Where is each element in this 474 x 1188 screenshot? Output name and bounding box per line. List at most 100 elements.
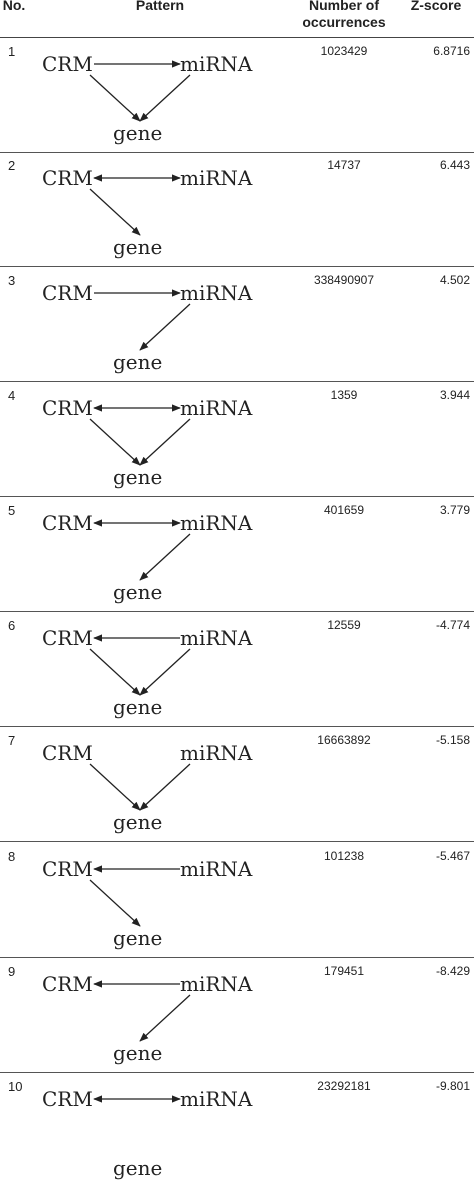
row-number: 2 (8, 158, 16, 173)
node-gene: gene (113, 810, 162, 834)
node-mirna: miRNA (180, 972, 253, 996)
row-number: 1 (8, 44, 16, 59)
node-crm: CRM (42, 626, 93, 650)
occurrence-count: 101238 (323, 849, 365, 863)
header-z-score: Z-score (410, 0, 462, 13)
pattern-diagram: CRM miRNA gene (42, 972, 253, 1065)
node-crm: CRM (42, 396, 93, 420)
edge-crm-to-gene (89, 763, 141, 811)
node-mirna: miRNA (180, 857, 253, 881)
row-number: 3 (8, 273, 16, 288)
row-number: 8 (8, 849, 16, 864)
z-score-value: -9.801 (435, 1079, 470, 1093)
node-crm: CRM (42, 511, 93, 535)
occurrence-count: 14737 (327, 158, 361, 172)
node-gene: gene (113, 1156, 162, 1180)
header-no: No. (2, 0, 26, 13)
edge-crm-to-gene (89, 418, 141, 466)
node-gene: gene (113, 1041, 162, 1065)
edge-mirna-to-gene (139, 418, 191, 466)
node-mirna: miRNA (180, 396, 253, 420)
node-gene: gene (113, 580, 162, 604)
node-mirna: miRNA (180, 1087, 253, 1111)
z-score-value: 6.443 (439, 158, 470, 172)
occurrence-count: 338490907 (313, 273, 375, 287)
row-number: 9 (8, 964, 16, 979)
node-mirna: miRNA (180, 281, 253, 305)
header-divider (0, 37, 474, 38)
edge-crm-to-gene (89, 879, 141, 927)
node-gene: gene (113, 235, 162, 259)
table-header: No. Pattern Number of occurrences Z-scor… (0, 0, 474, 38)
pattern-diagram: CRM miRNA gene (42, 741, 253, 834)
header-pattern: Pattern (135, 0, 185, 13)
pattern-diagram: CRM miRNA gene (42, 1087, 253, 1180)
occurrence-count: 16663892 (317, 733, 371, 747)
z-score-value: -5.158 (435, 733, 470, 747)
row-number: 4 (8, 388, 16, 403)
edge-crm-to-gene (89, 648, 141, 696)
z-score-value: -4.774 (435, 618, 470, 632)
row-divider (0, 381, 474, 382)
z-score-value: 6.8716 (433, 44, 470, 58)
row-divider (0, 957, 474, 958)
header-occurrences: Number of occurrences (302, 0, 386, 30)
node-mirna: miRNA (180, 52, 253, 76)
row-divider (0, 266, 474, 267)
pattern-diagram: CRM miRNA gene (42, 511, 253, 604)
row-divider (0, 841, 474, 842)
node-crm: CRM (42, 972, 93, 996)
node-mirna: miRNA (180, 741, 253, 765)
node-gene: gene (113, 926, 162, 950)
node-gene: gene (113, 121, 162, 145)
edge-crm-to-gene (89, 188, 141, 236)
row-number: 6 (8, 618, 16, 633)
pattern-diagram: CRM miRNA gene (42, 857, 253, 950)
edge-mirna-to-gene (139, 648, 191, 696)
node-mirna: miRNA (180, 511, 253, 535)
edge-mirna-to-gene (139, 303, 191, 351)
z-score-value: 3.944 (439, 388, 470, 402)
node-crm: CRM (42, 1087, 93, 1111)
node-crm: CRM (42, 52, 93, 76)
occurrence-count: 23292181 (317, 1079, 371, 1093)
node-gene: gene (113, 695, 162, 719)
node-gene: gene (113, 350, 162, 374)
node-mirna: miRNA (180, 166, 253, 190)
z-score-value: -5.467 (435, 849, 470, 863)
node-mirna: miRNA (180, 626, 253, 650)
node-crm: CRM (42, 741, 93, 765)
node-crm: CRM (42, 166, 93, 190)
occurrence-count: 401659 (323, 503, 365, 517)
z-score-value: 3.779 (439, 503, 470, 517)
node-crm: CRM (42, 857, 93, 881)
occurrence-count: 179451 (323, 964, 365, 978)
row-number: 10 (8, 1079, 23, 1094)
node-gene: gene (113, 465, 162, 489)
pattern-diagram: CRM miRNA gene (42, 166, 253, 259)
row-divider (0, 496, 474, 497)
edge-mirna-to-gene (139, 994, 191, 1042)
occurrence-count: 1359 (330, 388, 358, 402)
pattern-diagram: CRM miRNA gene (42, 626, 253, 719)
node-crm: CRM (42, 281, 93, 305)
row-divider (0, 1072, 474, 1073)
edge-crm-to-gene (89, 74, 141, 122)
pattern-diagram: CRM miRNA gene (42, 52, 253, 145)
z-score-value: 4.502 (439, 273, 470, 287)
row-number: 5 (8, 503, 16, 518)
occurrence-count: 1023429 (320, 44, 368, 58)
row-number: 7 (8, 733, 16, 748)
edge-mirna-to-gene (139, 533, 191, 581)
edge-mirna-to-gene (139, 74, 191, 122)
occurrence-count: 12559 (327, 618, 361, 632)
